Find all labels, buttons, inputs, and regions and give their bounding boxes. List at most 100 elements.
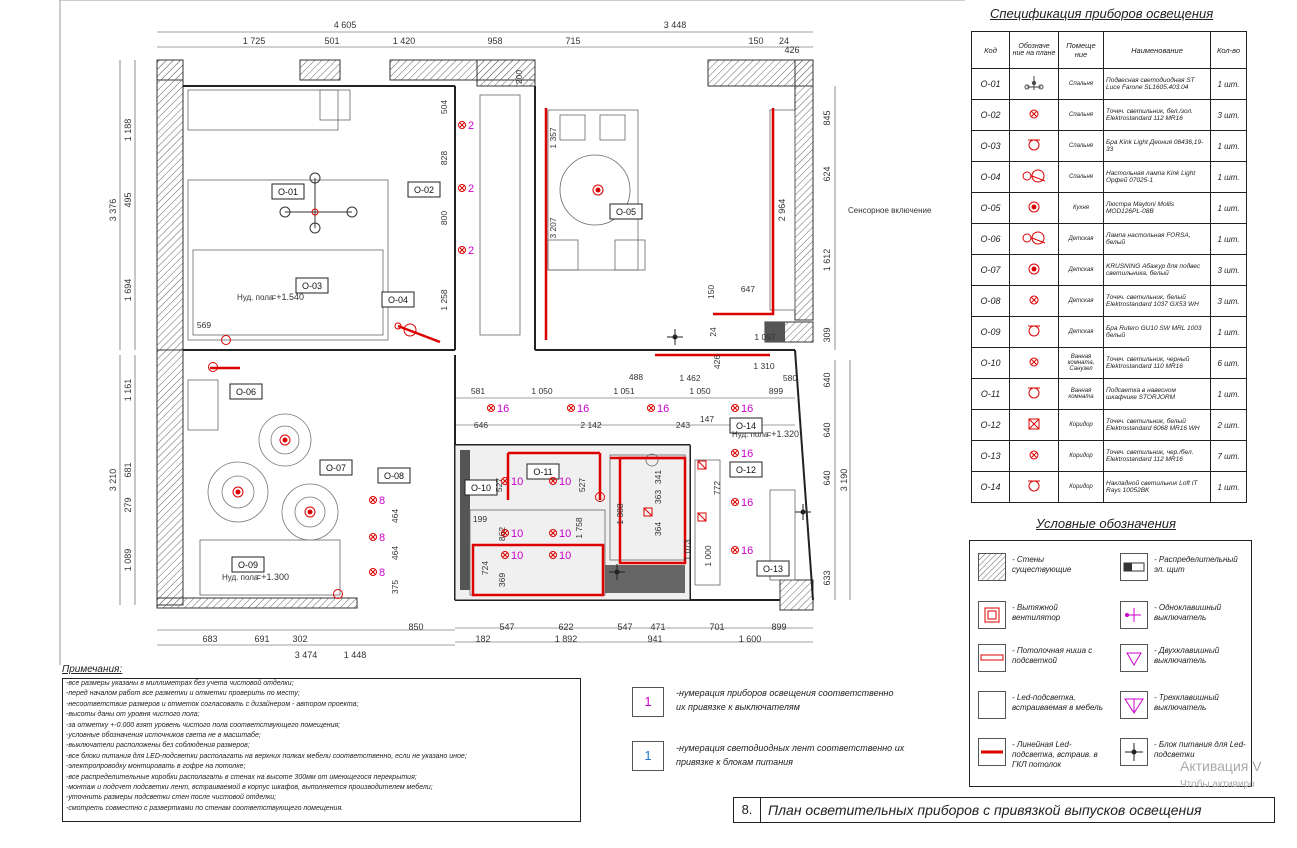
spec-name: KRUSNING Абажур для подвес светильника, … [1103,254,1211,286]
fixture-tag-box [229,383,263,400]
switch-number: 10 [511,528,523,540]
spec-code: О-06 [971,223,1010,255]
dimension-label: 4 605 [334,20,357,30]
dimension-label: 681 [123,462,133,477]
legend-label: - Led-подсветка, встраиваемая в мебель [1012,693,1103,712]
activation-watermark: Активация V [1180,758,1262,774]
spot-light-icon [549,477,557,485]
dimension-label: 1 050 [689,386,711,396]
square-spot-icon [697,512,707,522]
dimension-label: 3 376 [108,199,118,222]
fixture-tag-box [295,277,329,294]
dimension-label: 1 073 [682,539,692,561]
chandelier-icon [592,184,604,196]
spec-name: Настольная лампа Kink Light Орфей 07025-… [1103,161,1211,193]
spot-light-icon [567,404,575,412]
spec-code: О-03 [971,130,1010,162]
switch-1-icon [1120,601,1148,629]
fixture-tag-box [319,459,353,476]
spec-name: Лампа настольная FORSA, белый [1103,223,1211,255]
spec-code: О-10 [971,347,1010,379]
note-line: -все размеры указаны в миллиметрах без у… [66,680,294,687]
fixture-tag-box [231,556,265,573]
dimension-label: 899 [769,386,783,396]
spec-room: Кухня [1058,192,1104,224]
spot-light-icon [458,184,466,192]
switch-number: 10 [511,476,523,488]
spot-icon [1009,347,1059,379]
spec-room: Спальня [1058,161,1104,193]
chandelier-icon [232,486,244,498]
spec-qty: 6 шт. [1210,347,1247,379]
level-label: Нуд. пола [732,430,769,439]
spec-room: Коридор [1058,471,1104,503]
sconce-icon [221,335,231,345]
spec-name: Точеч. светильник, бел./зол. Elektrostan… [1103,99,1211,131]
spot-light-icon [501,551,509,559]
spec-code: О-13 [971,440,1010,472]
legend-label: - Блок питания для Led-подсветки [1154,740,1246,759]
dimension-label: 569 [197,320,211,330]
note-line: -уточнить размеры подсветки стен после ч… [66,794,277,802]
spec-name: Точеч. светильник, чер./бел. Elektrostan… [1103,440,1211,472]
note-line: -за отметку +-0.000 взят уровень чистого… [66,721,341,729]
level-value: =+1.540 [271,292,304,302]
panel-icon [1120,553,1148,581]
fixture-tag-box [526,463,560,480]
spot-light-icon [487,404,495,412]
dimension-label: 147 [700,414,714,424]
pendant-icon [279,172,358,234]
spec-room: Ванная комната [1058,378,1104,410]
dimension-label: 1 448 [344,650,367,660]
spec-room: Детская [1058,223,1104,255]
dimension-label: 1 725 [243,36,266,46]
dimension-label: 640 [822,470,832,485]
dimension-label: 302 [292,634,307,644]
note-line: -перед началом работ все разметки и отме… [66,690,300,698]
spec-room: Коридор [1058,409,1104,441]
spot-light-icon [501,477,509,485]
spot-light-icon [731,404,739,412]
spot-light-icon [731,498,739,506]
sconce-icon [1009,471,1059,503]
fixture-tag-box [729,461,763,478]
switch-number: 16 [741,545,753,557]
dimension-label: 899 [771,622,786,632]
legend-box: - Стены существующие- Распределительный … [969,540,1252,787]
square-spot-icon [643,507,653,517]
dimension-label: 828 [439,151,449,165]
note-line: -условные обозначения источников света н… [66,732,261,740]
dimension-label: 772 [712,481,722,495]
square-spot-icon [697,460,707,470]
spec-header-symbol: Обозначе ние на плане [1009,31,1059,69]
fixture-tag: О-05 [616,207,636,217]
spec-table: Код Обозначе ние на плане Помеще ние Наи… [971,31,1247,503]
switch-number: 10 [559,550,571,562]
dimension-label: 464 [390,509,400,523]
switch-number: 10 [511,550,523,562]
fixture-tag-box [609,203,643,220]
dimension-label: 624 [822,166,832,181]
spec-code: О-08 [971,285,1010,317]
spec-code: О-12 [971,409,1010,441]
dimension-label: 3 207 [548,217,558,239]
switch-number: 8 [379,495,385,507]
dimension-label: 1 161 [123,379,133,402]
spot-light-icon [731,449,739,457]
note-line: -все распределительные коробки располага… [66,773,417,781]
dimension-label: 1 612 [822,249,832,272]
chandelier-icon [279,434,291,446]
distribution-panel [765,322,785,342]
note-line: -смотреть совместно с развертками по сте… [66,804,344,812]
fixture-tag: О-12 [736,465,756,475]
notes-box: -все размеры указаны в миллиметрах без у… [62,678,581,822]
dimension-label: 504 [439,100,449,114]
spec-room: Спальня [1058,68,1104,100]
note-line: -монтаж и подсчет подсветки лент, встраи… [66,784,433,792]
fixture-tag: О-09 [238,560,258,570]
sheet-title-block: 8. План осветительных приборов с привязк… [733,797,1275,823]
spec-name: Бра Rutero GU10 SW MRL 1003 белый [1103,316,1211,348]
